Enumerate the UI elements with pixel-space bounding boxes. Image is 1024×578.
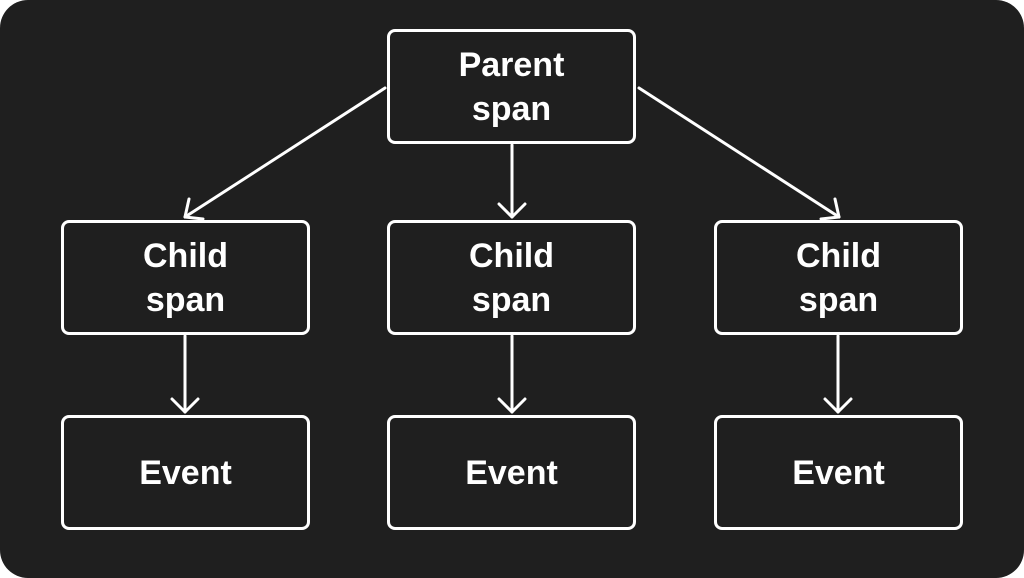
node-label: Parent span [458, 45, 565, 128]
edge-child-3-event-3 [823, 334, 853, 414]
node-child-span-2: Child span [387, 220, 636, 335]
node-event-3: Event [714, 415, 963, 530]
edge-parent-child-2 [497, 143, 527, 219]
edge-child-2-event-2 [497, 334, 527, 414]
node-event-2: Event [387, 415, 636, 530]
node-label: Event [792, 453, 885, 492]
arrowhead [497, 397, 527, 414]
node-event-1: Event [61, 415, 310, 530]
edge-parent-child-3 [637, 86, 841, 221]
edge-child-1-event-1 [170, 334, 200, 414]
edge-parent-child-1 [183, 86, 387, 221]
node-label: Child span [796, 236, 881, 319]
node-child-span-3: Child span [714, 220, 963, 335]
arrowhead [183, 197, 205, 221]
arrowhead [823, 397, 853, 414]
arrowhead [497, 202, 527, 219]
node-label: Event [139, 453, 232, 492]
node-label: Child span [143, 236, 228, 319]
node-parent-span: Parent span [387, 29, 636, 144]
node-label: Event [465, 453, 558, 492]
node-label: Child span [469, 236, 554, 319]
node-child-span-1: Child span [61, 220, 310, 335]
arrowhead [170, 397, 200, 414]
arrowhead [819, 197, 841, 221]
